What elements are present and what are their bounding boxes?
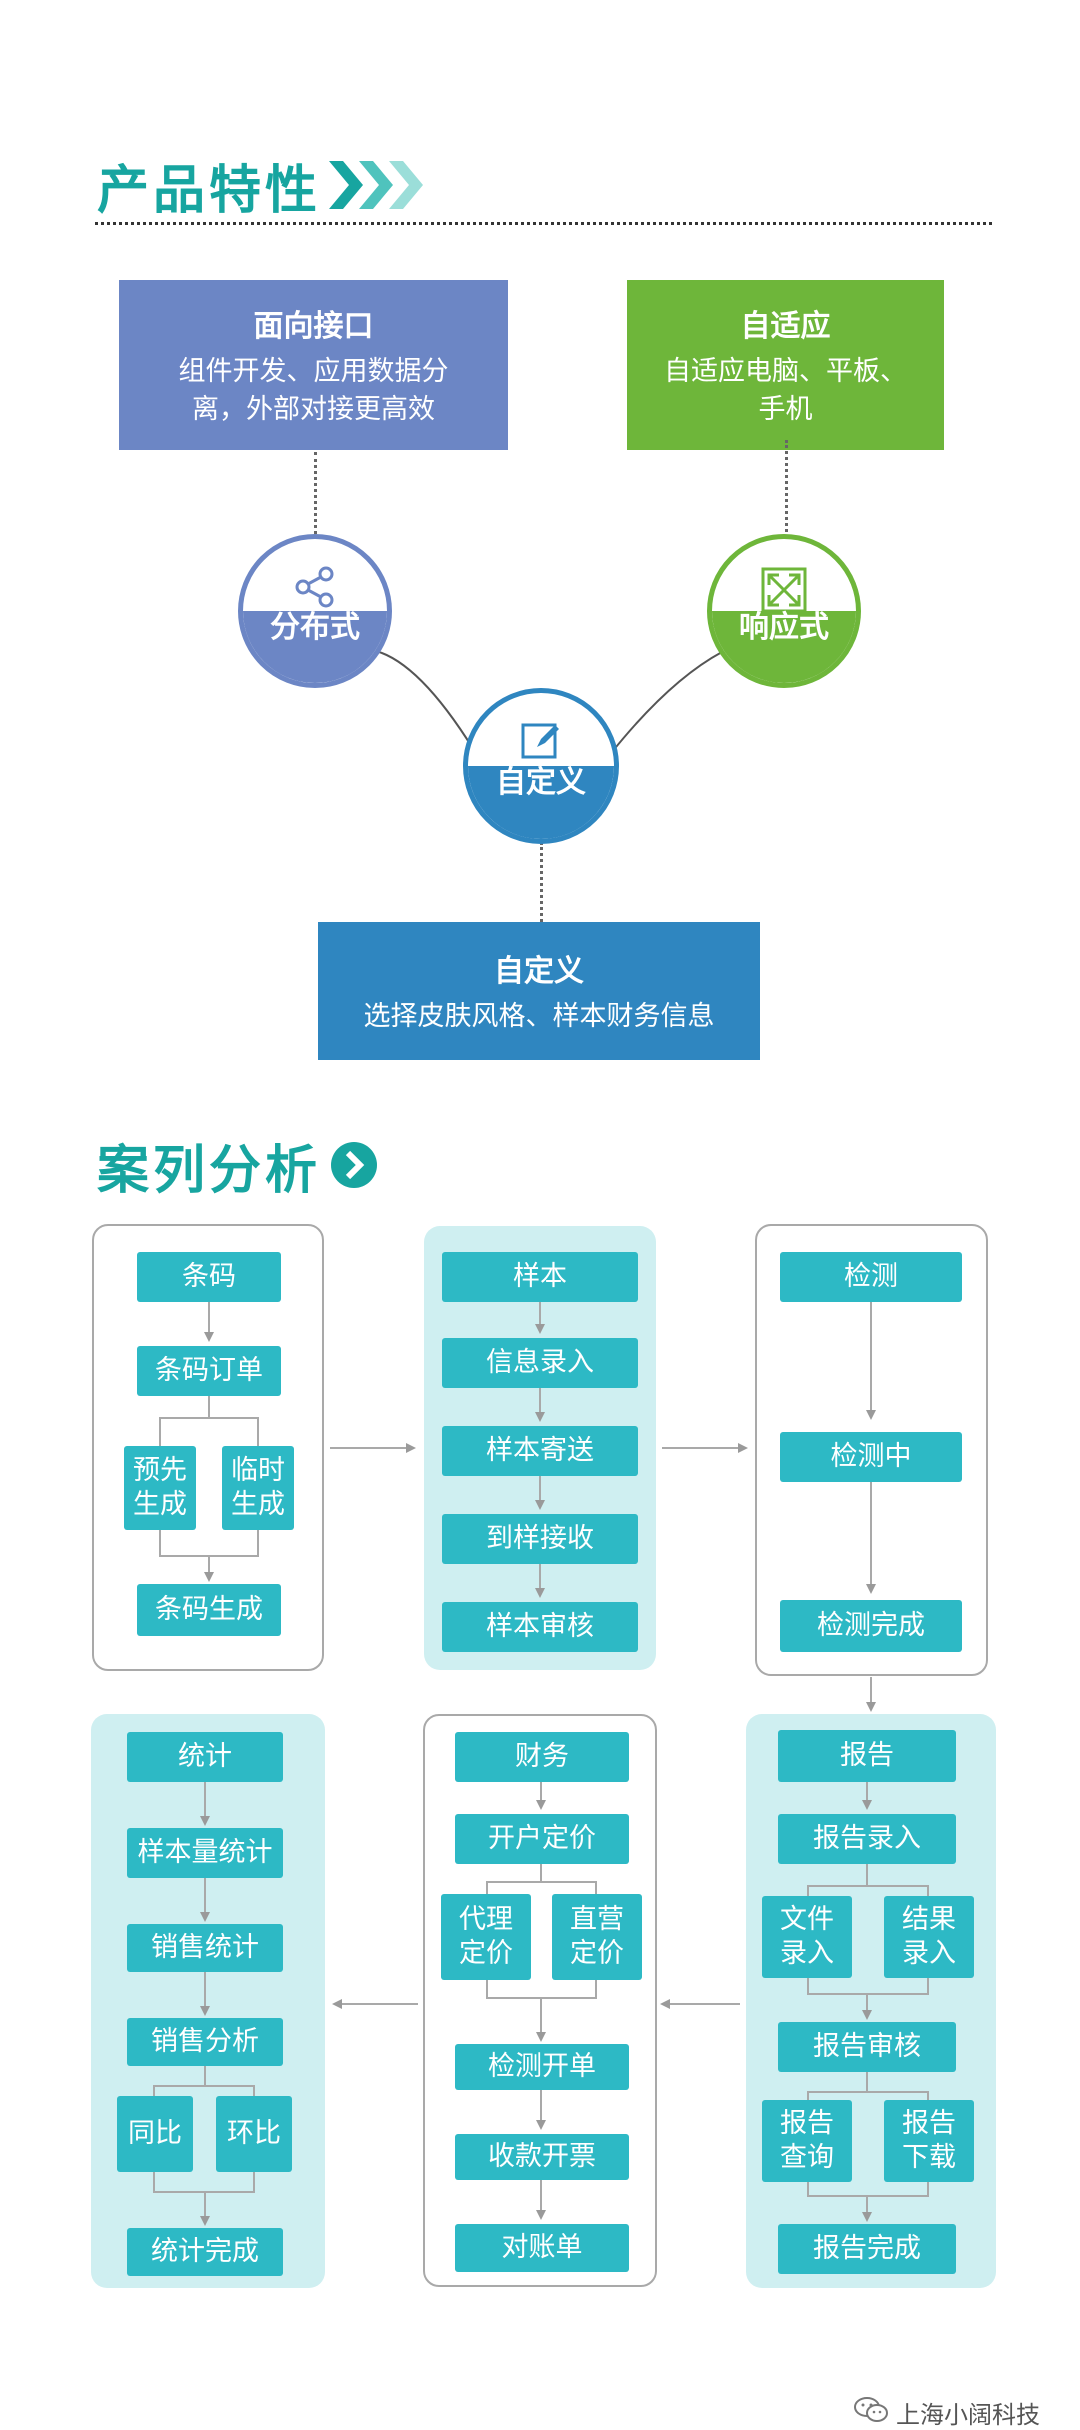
flow-detect-ing: 检测中 bbox=[780, 1432, 962, 1482]
flow-barcode-head: 条码 bbox=[137, 1252, 281, 1302]
feature-box-custom: 自定义 选择皮肤风格、样本财务信息 bbox=[318, 922, 760, 1060]
flow-stats-done: 统计完成 bbox=[127, 2228, 283, 2276]
flow-report-file: 文件录入 bbox=[762, 1896, 852, 1978]
footer-brand-text: 上海小阔科技 bbox=[896, 2401, 1040, 2429]
flow-sample-audit: 样本审核 bbox=[442, 1602, 638, 1652]
flow-sample-send: 样本寄送 bbox=[442, 1426, 638, 1476]
flow-stats-yoy: 同比 bbox=[117, 2096, 193, 2172]
flow-finance-invoice: 收款开票 bbox=[455, 2134, 629, 2180]
flow-detect-head: 检测 bbox=[780, 1252, 962, 1302]
connector-adaptive bbox=[785, 440, 788, 538]
circle-responsive-label: 响应式 bbox=[739, 609, 829, 645]
connector-interface bbox=[314, 452, 317, 540]
flow-finance-agent: 代理定价 bbox=[441, 1894, 531, 1980]
feature-adaptive-title: 自适应 bbox=[740, 309, 831, 344]
feature-interface-desc-1: 组件开发、应用数据分 bbox=[178, 356, 449, 387]
flow-finance-statement: 对账单 bbox=[455, 2224, 629, 2272]
flow-report-result: 结果录入 bbox=[884, 1896, 974, 1978]
chevrons-icon bbox=[329, 157, 429, 213]
flow-finance-order: 检测开单 bbox=[455, 2044, 629, 2090]
flow-report-done: 报告完成 bbox=[778, 2224, 956, 2274]
panel-finance bbox=[423, 1714, 657, 2287]
flow-finance-head: 财务 bbox=[455, 1732, 629, 1782]
section-title-cases: 案列分析 bbox=[97, 1120, 379, 1210]
circle-responsive: 响应式 bbox=[707, 534, 861, 688]
footer-brand: 上海小阔科技 bbox=[854, 2395, 1040, 2430]
circle-distributed: 分布式 bbox=[238, 534, 392, 688]
flow-sample-receive: 到样接收 bbox=[442, 1514, 638, 1564]
flow-report-head: 报告 bbox=[778, 1730, 956, 1782]
share-icon bbox=[293, 565, 337, 613]
flow-report-query: 报告查询 bbox=[762, 2100, 852, 2182]
feature-custom-title: 自定义 bbox=[494, 954, 584, 989]
flow-stats-mom: 环比 bbox=[216, 2096, 292, 2172]
flow-finance-direct: 直营定价 bbox=[552, 1894, 642, 1980]
feature-interface-desc-2: 离，外部对接更高效 bbox=[192, 394, 435, 425]
flow-barcode-temp: 临时生成 bbox=[222, 1446, 294, 1530]
flow-sample-head: 样本 bbox=[442, 1252, 638, 1302]
flow-finance-pricing: 开户定价 bbox=[455, 1814, 629, 1864]
flow-report-audit: 报告审核 bbox=[778, 2022, 956, 2072]
circle-distributed-label: 分布式 bbox=[270, 609, 360, 645]
feature-adaptive-desc-2: 手机 bbox=[758, 394, 813, 425]
circle-custom-label: 自定义 bbox=[496, 765, 586, 801]
section-title-features: 产品特性 bbox=[97, 140, 429, 230]
feature-box-interface: 面向接口 组件开发、应用数据分 离，外部对接更高效 bbox=[119, 280, 508, 450]
flow-barcode-pre: 预先生成 bbox=[124, 1446, 196, 1530]
expand-icon bbox=[759, 565, 809, 619]
feature-adaptive-desc-1: 自适应电脑、平板、 bbox=[664, 356, 907, 387]
flow-sample-info: 信息录入 bbox=[442, 1338, 638, 1388]
features-title-text: 产品特性 bbox=[97, 160, 322, 221]
panel-report bbox=[746, 1714, 996, 2288]
flow-stats-analysis: 销售分析 bbox=[127, 2018, 283, 2066]
panel-stats bbox=[91, 1714, 325, 2288]
flow-detect-done: 检测完成 bbox=[780, 1600, 962, 1652]
edit-icon bbox=[519, 719, 563, 767]
flow-barcode-order: 条码订单 bbox=[137, 1346, 281, 1396]
chevron-circle-icon bbox=[329, 1140, 379, 1190]
circle-custom: 自定义 bbox=[463, 688, 619, 844]
flow-barcode-done: 条码生成 bbox=[137, 1584, 281, 1636]
feature-interface-title: 面向接口 bbox=[253, 309, 374, 344]
flow-stats-volume: 样本量统计 bbox=[127, 1828, 283, 1878]
flow-report-entry: 报告录入 bbox=[778, 1814, 956, 1864]
cases-title-text: 案列分析 bbox=[97, 1140, 322, 1201]
feature-custom-desc: 选择皮肤风格、样本财务信息 bbox=[363, 1001, 715, 1032]
flow-report-download: 报告下载 bbox=[884, 2100, 974, 2182]
wechat-icon bbox=[854, 2396, 888, 2430]
feature-box-adaptive: 自适应 自适应电脑、平板、 手机 bbox=[627, 280, 944, 450]
flow-stats-head: 统计 bbox=[127, 1732, 283, 1782]
flow-stats-sales: 销售统计 bbox=[127, 1924, 283, 1972]
connector-custom bbox=[540, 842, 543, 922]
features-divider bbox=[95, 222, 992, 225]
